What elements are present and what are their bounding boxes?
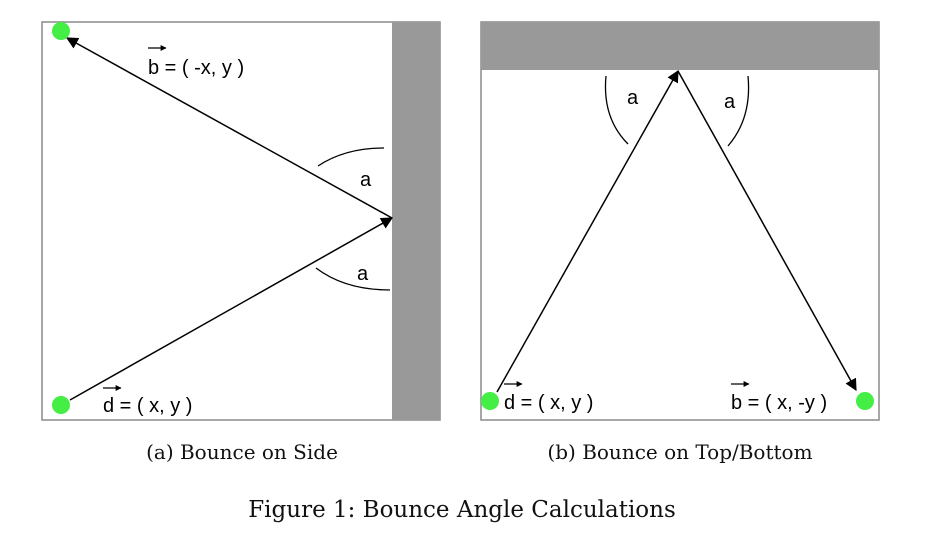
panel-b-angle-label-right: a [724,91,736,113]
panel-b-caption: (b) Bounce on Top/Bottom [547,440,813,464]
panel-a-incoming-label: d = ( x, y ) [103,395,192,417]
figure-caption: Figure 1: Bounce Angle Calculations [248,497,676,523]
panel-a-side-wall [392,22,440,420]
panel-b-angle-label-left: a [627,87,639,109]
panel-b-angle-arc-right [727,75,750,147]
panel-a-outgoing-arrow [65,37,393,219]
panel-a-incoming-arrow [69,217,394,401]
panel-b-ball-start [481,392,499,410]
panel-b-top-wall [481,22,879,70]
panel-a-angle-label-top: a [360,169,372,191]
panel-b-ball-end [856,392,874,410]
panel-b-frame [480,21,880,421]
panel-b-incoming-label: d = ( x, y ) [504,392,593,414]
panel-a-angle-arc-bottom [315,267,391,291]
panel-b-outgoing-arrow [677,70,857,392]
panel-a: a a b = ( -x, y ) d = ( x, y ) [41,21,441,421]
panel-a-frame [41,21,441,421]
panel-a-outgoing-label: b = ( -x, y ) [148,57,244,79]
panel-b-angle-arc-left [604,75,629,145]
panel-b-outgoing-label: b = ( x, -y ) [731,392,827,414]
panel-a-ball-start [52,396,70,414]
panel-b: a a d = ( x, y ) b = ( x, -y ) [480,21,880,421]
panel-a-angle-label-bottom: a [357,263,369,285]
panel-a-angle-arc-top [317,147,385,167]
panel-a-caption: (a) Bounce on Side [146,440,338,464]
panel-a-ball-end [52,22,70,40]
panel-b-incoming-arrow [496,69,679,393]
